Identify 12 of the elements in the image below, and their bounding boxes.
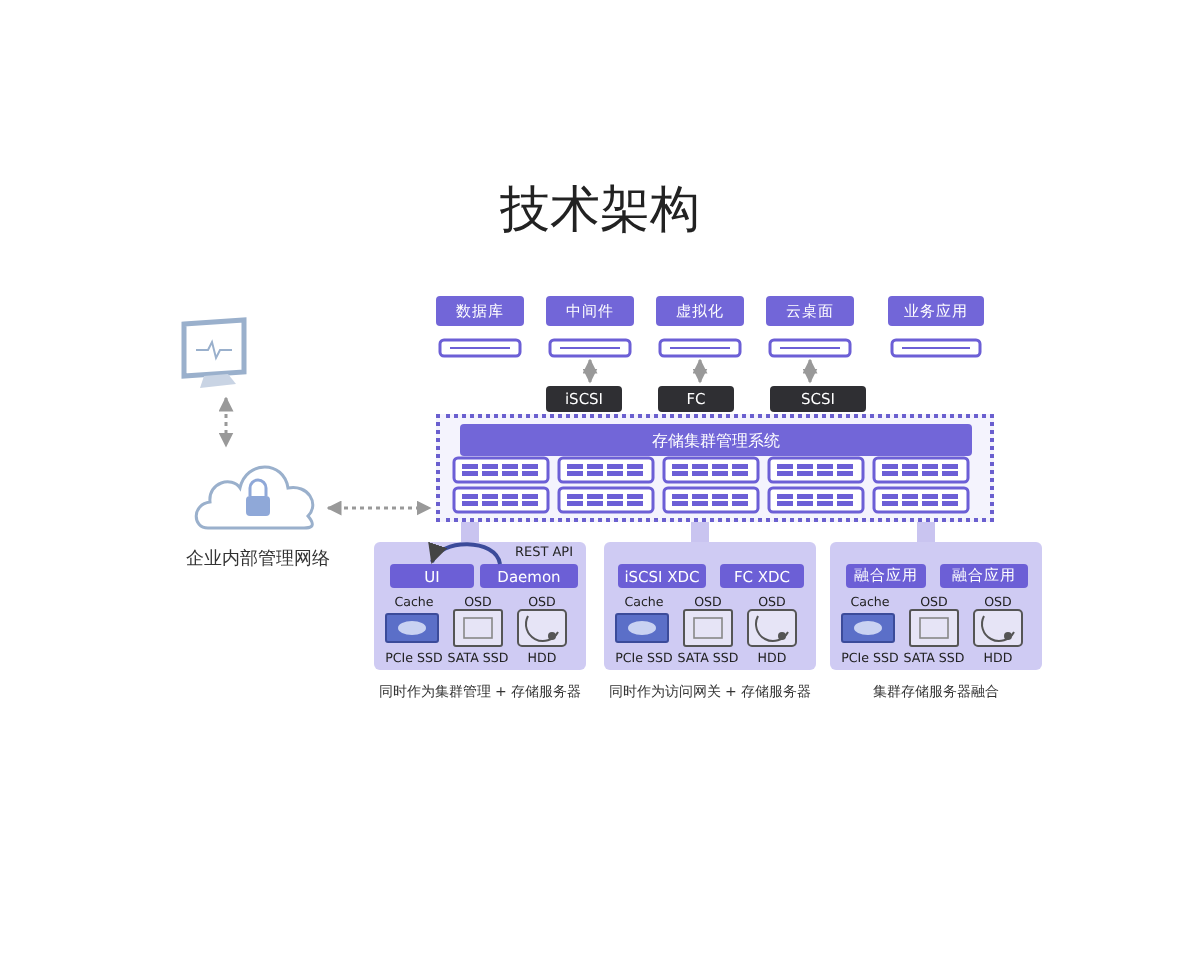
arrow [326, 500, 432, 516]
arrow [802, 358, 818, 384]
management-bar: 存储集群管理系统 [460, 424, 972, 456]
connector-bar [917, 522, 935, 542]
connector-bar [461, 522, 479, 542]
arrow [218, 396, 234, 448]
network-label: 企业内部管理网络 [184, 547, 332, 572]
title: 技术架构 [498, 177, 702, 240]
connector-bar [691, 522, 709, 542]
arrow [582, 358, 598, 384]
arrow [430, 541, 502, 565]
arrow [692, 358, 708, 384]
